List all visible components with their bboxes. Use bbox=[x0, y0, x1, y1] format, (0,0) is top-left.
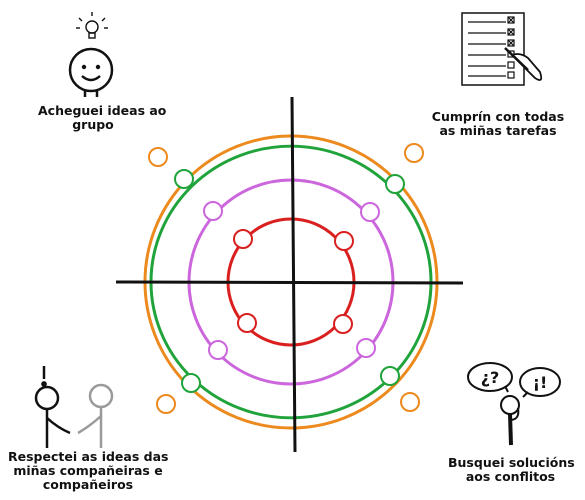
label-line: grupo bbox=[72, 117, 114, 132]
checklist-hand-icon bbox=[461, 12, 543, 86]
rating-markers bbox=[148, 143, 424, 414]
marker-second-tl[interactable] bbox=[203, 201, 223, 221]
marker-outer-bl[interactable] bbox=[156, 394, 176, 414]
label-line: Respectei as ideas das bbox=[8, 449, 169, 464]
label-line: aos conflitos bbox=[465, 469, 556, 484]
marker-inner-br[interactable] bbox=[333, 314, 353, 334]
marker-outer-br[interactable] bbox=[400, 392, 420, 412]
label-line: Cumprín con todas bbox=[431, 109, 565, 124]
quadrant-label-top-left: Acheguei ideas ao grupo bbox=[38, 103, 167, 132]
marker-second-br[interactable] bbox=[356, 338, 376, 358]
speech-exclaim-text: ¡! bbox=[533, 373, 548, 392]
marker-third-tr[interactable] bbox=[385, 174, 405, 194]
label-line: Acheguei ideas ao bbox=[38, 103, 167, 118]
smiling-face-lightbulb-icon bbox=[68, 12, 114, 97]
marker-inner-tl[interactable] bbox=[233, 229, 253, 249]
marker-second-tr[interactable] bbox=[360, 202, 380, 222]
marker-outer-tl[interactable] bbox=[148, 147, 168, 167]
handshake-people-icon bbox=[34, 366, 114, 448]
label-line: Busquei solucións bbox=[448, 455, 575, 470]
quadrant-label-top-right: Cumprín con todas as miñas tarefas bbox=[428, 110, 568, 138]
marker-inner-bl[interactable] bbox=[237, 313, 257, 333]
marker-third-tl[interactable] bbox=[174, 169, 194, 189]
axis-vertical bbox=[290, 96, 297, 453]
marker-third-bl[interactable] bbox=[181, 373, 201, 393]
marker-second-bl[interactable] bbox=[208, 340, 228, 360]
quadrant-label-bottom-right: Busquei solucións aos conflitos bbox=[448, 455, 575, 484]
axes bbox=[115, 96, 464, 453]
speech-bubble-question bbox=[467, 362, 513, 392]
marker-inner-tr[interactable] bbox=[334, 231, 354, 251]
label-line: as miñas tarefas bbox=[439, 123, 557, 138]
axis-horizontal bbox=[115, 280, 464, 285]
marker-outer-tr[interactable] bbox=[404, 143, 424, 163]
person-thinking-questions-icon bbox=[467, 362, 561, 446]
quadrant-label-bottom-left: Respectei as ideas das miñas compañeiras… bbox=[8, 450, 168, 492]
speech-bubble-exclaim bbox=[519, 367, 561, 397]
label-line: miñas compañeiras e bbox=[13, 463, 163, 478]
speech-question-text: ¿? bbox=[481, 368, 500, 387]
label-line: compañeiros bbox=[42, 477, 134, 492]
marker-third-br[interactable] bbox=[380, 366, 400, 386]
